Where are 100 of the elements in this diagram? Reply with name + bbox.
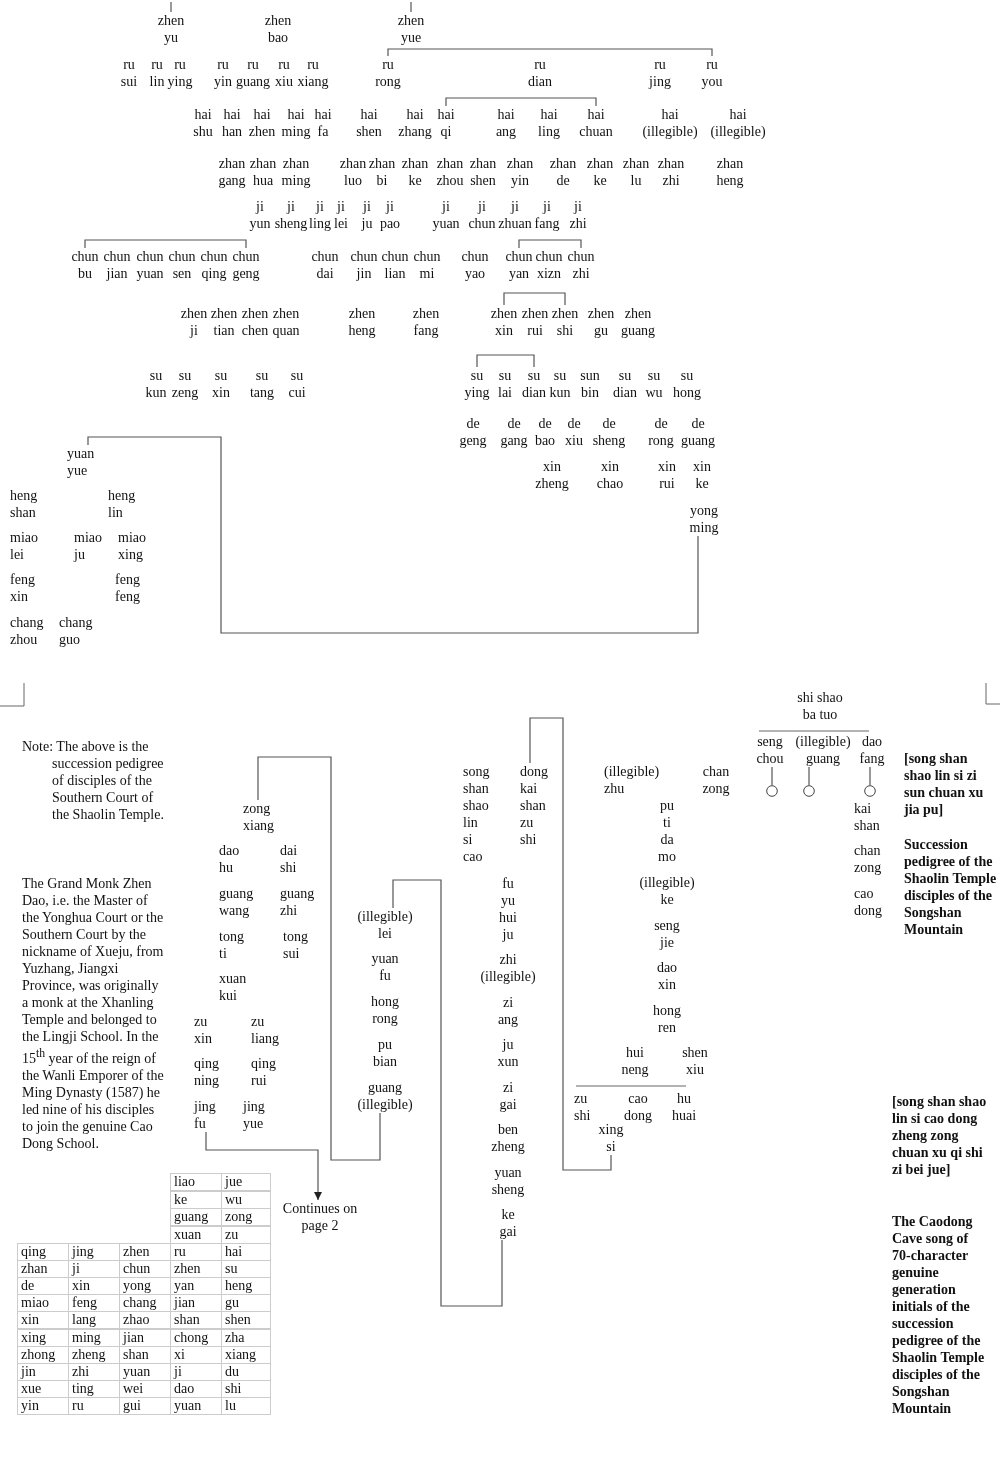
pinyin-name: chun sen bbox=[168, 248, 196, 282]
connector-line bbox=[170, 1, 172, 13]
connector-line bbox=[503, 292, 566, 306]
pinyin-name: de xiu bbox=[565, 415, 583, 449]
pinyin-name: guang (illegible) bbox=[357, 1079, 413, 1113]
pinyin-name: hai ming bbox=[281, 106, 311, 140]
connector-line bbox=[518, 239, 582, 249]
pinyin-name: qing ning bbox=[194, 1055, 219, 1089]
pinyin-name: tong sui bbox=[283, 928, 308, 962]
pinyin-name: zhan ming bbox=[281, 155, 311, 189]
table-cell: xin bbox=[17, 1311, 69, 1330]
pinyin-name: zi ang bbox=[497, 994, 519, 1028]
pinyin-name: su dian bbox=[612, 367, 638, 401]
pinyin-name: su dian bbox=[521, 367, 547, 401]
connector-line bbox=[771, 766, 773, 786]
pinyin-name: de sheng bbox=[592, 415, 626, 449]
pinyin-name: ji sheng bbox=[274, 198, 308, 232]
pinyin-name: ru rong bbox=[375, 56, 401, 90]
pinyin-name: zhen rui bbox=[521, 305, 549, 339]
heading-text: [song shan shao lin si zi sun chuan xu jia pu] bbox=[904, 750, 985, 818]
pinyin-name: pu bian bbox=[372, 1036, 398, 1070]
pinyin-name: chan zong bbox=[854, 842, 882, 876]
table-cell: zong bbox=[221, 1208, 271, 1226]
table-cell: jian bbox=[119, 1328, 171, 1347]
heading-text: The Caodong Cave song of 70-character genuine generation initials of the succession pedigree of the Shaolin Temple disciples of the Songshan Mountain bbox=[892, 1213, 986, 1417]
pinyin-name: su zeng bbox=[171, 367, 199, 401]
pinyin-name: hu huai bbox=[671, 1090, 697, 1124]
pinyin-name: ru yin bbox=[214, 56, 232, 90]
pinyin-name: qing rui bbox=[251, 1055, 276, 1089]
pinyin-name: su hong bbox=[673, 367, 701, 401]
pinyin-name: ru dian bbox=[527, 56, 553, 90]
table-cell: yin bbox=[17, 1396, 69, 1415]
pinyin-name: hai fa bbox=[314, 106, 332, 140]
table-cell: lu bbox=[221, 1396, 271, 1415]
pinyin-name: ke gai bbox=[499, 1206, 517, 1240]
pinyin-name: seng chou bbox=[756, 733, 784, 767]
pinyin-name: tong ti bbox=[219, 928, 244, 962]
pinyin-name: zhen xin bbox=[490, 305, 518, 339]
table-cell: jue bbox=[221, 1173, 271, 1191]
connector-line bbox=[387, 48, 713, 57]
pinyin-name: hai han bbox=[221, 106, 243, 140]
pinyin-name: su tang bbox=[249, 367, 275, 401]
table-cell: ke bbox=[170, 1190, 222, 1209]
pinyin-name: chun yuan bbox=[136, 248, 164, 282]
pinyin-name: cao dong bbox=[854, 885, 882, 919]
pinyin-name: ru guang bbox=[235, 56, 271, 90]
pinyin-name: miao lei bbox=[10, 529, 38, 563]
pinyin-name: xin zheng bbox=[535, 458, 569, 492]
pinyin-name: guang wang bbox=[219, 885, 254, 919]
pinyin-name: miao ju bbox=[74, 529, 102, 563]
pinyin-name: chang guo bbox=[59, 614, 93, 648]
pinyin-name: chun xizn bbox=[535, 248, 563, 282]
pinyin-name: hui neng bbox=[621, 1044, 649, 1078]
connector-line bbox=[869, 766, 871, 786]
pinyin-name: de rong bbox=[648, 415, 674, 449]
pinyin-name: zhan de bbox=[549, 155, 577, 189]
pinyin-name: ji lei bbox=[334, 198, 348, 232]
pinyin-name: ji ju bbox=[361, 198, 373, 232]
pinyin-name: xing si bbox=[598, 1121, 624, 1155]
circle-symbol bbox=[766, 785, 778, 797]
pinyin-name: xin chao bbox=[596, 458, 624, 492]
pinyin-name: ji yun bbox=[249, 198, 271, 232]
pinyin-name: dong kai shan zu shi bbox=[520, 763, 548, 848]
pinyin-name: chun jian bbox=[103, 248, 131, 282]
pinyin-name: su kun bbox=[549, 367, 571, 401]
table-cell: shen bbox=[221, 1311, 271, 1330]
table-cell: wu bbox=[221, 1190, 271, 1209]
pinyin-name: su kun bbox=[145, 367, 167, 401]
pinyin-name: kai shan bbox=[854, 800, 880, 834]
pinyin-name: cao dong bbox=[624, 1090, 652, 1124]
pinyin-name: zhen shi bbox=[551, 305, 579, 339]
pinyin-name: chun mi bbox=[413, 248, 441, 282]
pinyin-name: xuan kui bbox=[219, 970, 247, 1004]
pinyin-name: hai qi bbox=[437, 106, 455, 140]
pinyin-name: hong rong bbox=[371, 993, 399, 1027]
pinyin-name: hai zhen bbox=[248, 106, 276, 140]
pinyin-name: (illegible) guang bbox=[795, 733, 851, 767]
heading-text: Succession pedigree of the Shaolin Temple disciples of the Songshan Mountain bbox=[904, 836, 998, 938]
pinyin-name: chun yao bbox=[461, 248, 489, 282]
pinyin-name: seng jie bbox=[654, 917, 680, 951]
pinyin-name: ju xun bbox=[497, 1036, 519, 1070]
pinyin-name: zhen yu bbox=[157, 12, 185, 46]
pinyin-name: dao xin bbox=[656, 959, 678, 993]
pinyin-name: de gang bbox=[500, 415, 528, 449]
connector-line bbox=[808, 766, 810, 786]
pinyin-name: zhen bao bbox=[264, 12, 292, 46]
connector-line bbox=[476, 354, 535, 368]
pinyin-name: yuan fu bbox=[371, 950, 399, 984]
pinyin-name: su lai bbox=[498, 367, 512, 401]
pinyin-name: hong ren bbox=[653, 1002, 681, 1036]
pinyin-name: zu liang bbox=[251, 1013, 279, 1047]
pinyin-name: chun zhi bbox=[567, 248, 595, 282]
pinyin-name: yuan yue bbox=[67, 445, 95, 479]
pinyin-name: hai (illegible) bbox=[642, 106, 698, 140]
pinyin-name: yuan sheng bbox=[491, 1164, 525, 1198]
pinyin-name: ru lin bbox=[149, 56, 165, 90]
pinyin-name: zhen guang bbox=[620, 305, 656, 339]
note-paragraph: Note: The above is the succession pedigree of disciples of the Southern Court of the Shaolin Temple. bbox=[22, 738, 164, 823]
pinyin-name: ji zhi bbox=[569, 198, 587, 232]
pinyin-name: ru you bbox=[701, 56, 723, 90]
